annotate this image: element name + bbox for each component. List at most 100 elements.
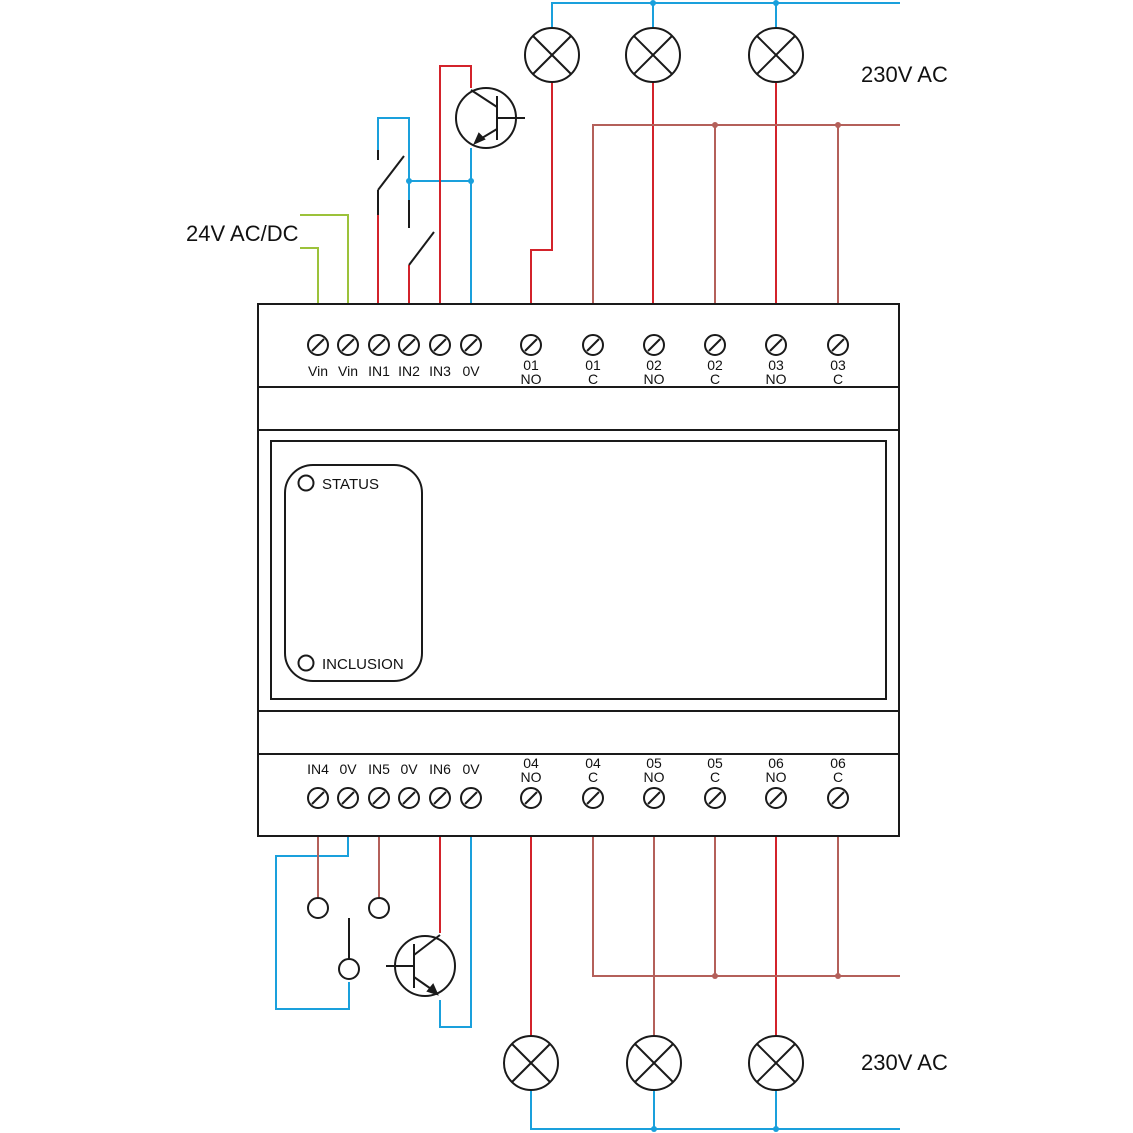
screw-terminal-icon <box>337 334 359 356</box>
screw-terminal-icon <box>704 787 726 809</box>
terminal-label: IN6 <box>429 761 451 777</box>
terminal-label: C <box>833 769 843 785</box>
in3-wire <box>439 65 472 303</box>
lamp-icon <box>503 1035 559 1091</box>
terminal-label: C <box>710 769 720 785</box>
top-neutral-wire <box>551 2 900 27</box>
terminal-label: NO <box>766 371 787 387</box>
terminal-label: IN4 <box>307 761 329 777</box>
terminal-label: 03 <box>830 357 846 373</box>
terminal-label: NO <box>644 371 665 387</box>
status-label: STATUS <box>322 476 379 493</box>
screw-terminal-icon <box>460 787 482 809</box>
led-indicator-icon <box>297 474 315 492</box>
screw-terminal-icon <box>337 787 359 809</box>
switch-icon <box>408 200 435 266</box>
terminal-label: IN2 <box>398 363 420 379</box>
bottom-common-bus <box>592 837 900 977</box>
inclusion-label: INCLUSION <box>322 656 404 673</box>
terminal-label: C <box>588 371 598 387</box>
terminal-label: NO <box>766 769 787 785</box>
top-supply-label: 230V AC <box>861 62 948 87</box>
screw-terminal-icon <box>307 334 329 356</box>
terminal-label: C <box>588 769 598 785</box>
screw-terminal-icon <box>398 787 420 809</box>
junction-dot <box>406 178 412 184</box>
terminal-label: 05 <box>646 755 662 771</box>
terminal-label: 0V <box>339 761 357 777</box>
junction-dot <box>712 973 718 979</box>
terminal-label: 02 <box>646 357 662 373</box>
junction-dot <box>468 178 474 184</box>
junction-dot <box>773 1126 779 1132</box>
screw-terminal-icon <box>520 334 542 356</box>
terminal-label: 0V <box>462 761 480 777</box>
screw-terminal-icon <box>307 787 329 809</box>
screw-terminal-icon <box>643 787 665 809</box>
screw-terminal-icon <box>582 334 604 356</box>
transistor-icon <box>455 87 525 149</box>
terminal-label: 05 <box>707 755 723 771</box>
screw-terminal-icon <box>398 334 420 356</box>
screw-terminal-icon <box>520 787 542 809</box>
screw-terminal-icon <box>765 787 787 809</box>
terminal-label: 01 <box>585 357 601 373</box>
screw-terminal-icon <box>368 334 390 356</box>
bottom-neutral-wire <box>530 1090 900 1130</box>
module-outline <box>257 303 900 837</box>
terminal-label: NO <box>521 769 542 785</box>
switch-icon <box>307 897 390 980</box>
terminal-label: 03 <box>768 357 784 373</box>
terminal-label: Vin <box>338 363 358 379</box>
junction-dot <box>773 0 779 6</box>
transistor-icon <box>386 934 456 997</box>
screw-terminal-icon <box>827 787 849 809</box>
terminal-label: 06 <box>830 755 846 771</box>
screw-terminal-icon <box>765 334 787 356</box>
junction-dot <box>651 1126 657 1132</box>
terminal-label: 04 <box>585 755 601 771</box>
screw-terminal-icon <box>704 334 726 356</box>
dc-supply-wire-2 <box>300 247 319 303</box>
screw-terminal-icon <box>827 334 849 356</box>
0v-a-wire <box>275 837 350 1010</box>
terminal-label: 04 <box>523 755 539 771</box>
lamp-icon <box>625 27 681 83</box>
dc-supply-wire-1 <box>300 214 349 303</box>
terminal-label: 06 <box>768 755 784 771</box>
bottom-supply-label: 230V AC <box>861 1050 948 1075</box>
terminal-label: 0V <box>462 363 480 379</box>
relay-module <box>257 303 900 837</box>
terminal-label: IN5 <box>368 761 390 777</box>
led-indicator-icon <box>297 654 315 672</box>
terminal-label: NO <box>644 769 665 785</box>
junction-dot <box>835 122 841 128</box>
lamp-01-wire <box>530 82 553 303</box>
lamp-icon <box>748 1035 804 1091</box>
screw-terminal-icon <box>582 787 604 809</box>
screw-terminal-icon <box>643 334 665 356</box>
terminal-label: IN1 <box>368 363 390 379</box>
junction-dot <box>650 0 656 6</box>
0v-c-wire <box>439 837 472 1028</box>
terminal-label: C <box>710 371 720 387</box>
lamp-icon <box>524 27 580 83</box>
screw-terminal-icon <box>368 787 390 809</box>
screw-terminal-icon <box>429 787 451 809</box>
junction-dot <box>712 122 718 128</box>
terminal-label: 01 <box>523 357 539 373</box>
terminal-label: Vin <box>308 363 328 379</box>
screw-terminal-icon <box>460 334 482 356</box>
terminal-label: IN3 <box>429 363 451 379</box>
top-common-bus <box>592 124 900 303</box>
terminal-label: C <box>833 371 843 387</box>
terminal-label: NO <box>521 371 542 387</box>
switch-icon <box>377 150 405 215</box>
front-panel <box>270 440 887 700</box>
screw-terminal-icon <box>429 334 451 356</box>
junction-dots <box>406 0 841 1132</box>
in1-neutral-wire <box>377 117 410 228</box>
